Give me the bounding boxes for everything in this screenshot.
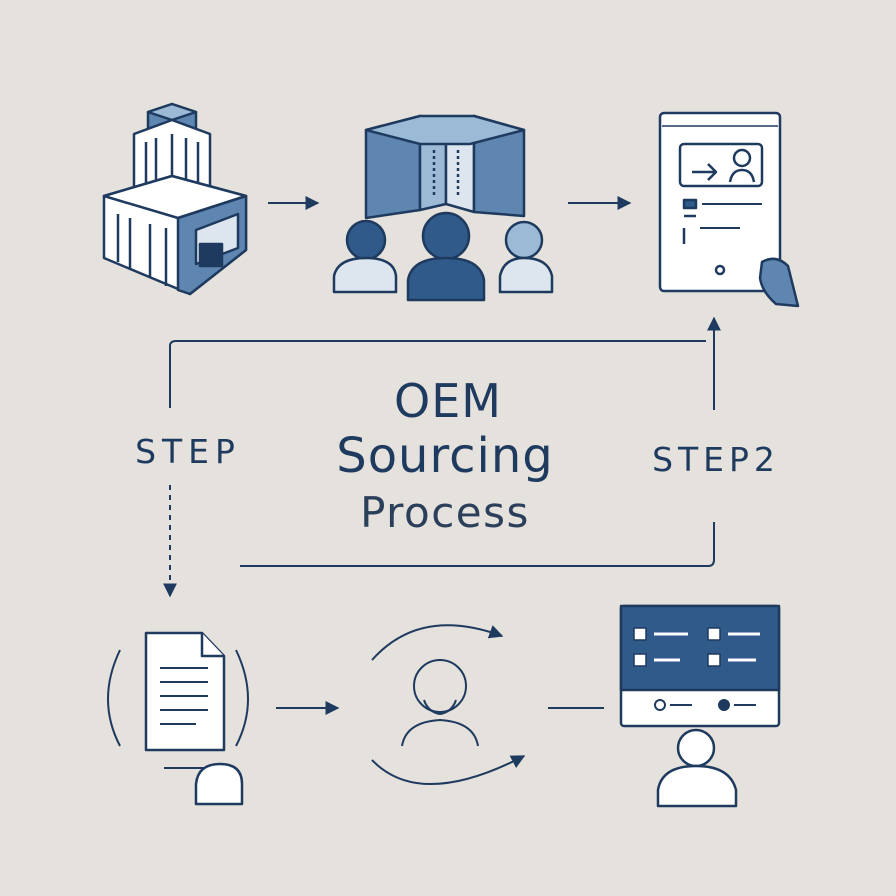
title-line-2: Sourcing: [336, 428, 554, 484]
connector-top-left: [169, 340, 706, 408]
step-right-label: STEP2: [652, 440, 780, 479]
dashboard-user-icon: [619, 604, 781, 808]
refresh-person-icon: [371, 624, 526, 785]
partner-team-icon: [332, 114, 554, 302]
tablet-profile-icon: [658, 111, 800, 308]
title-line-1: OEM: [394, 374, 502, 428]
connector-bottom: [240, 522, 715, 567]
step-left-label: STEP: [135, 432, 241, 471]
document-icon: [107, 631, 249, 806]
factory-building-icon: [102, 102, 248, 296]
title-line-3: Process: [360, 488, 530, 537]
